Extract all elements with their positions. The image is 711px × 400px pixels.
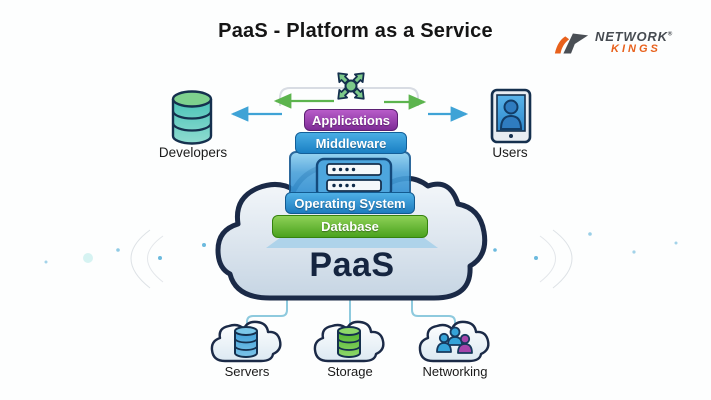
layer-middleware: Middleware: [295, 132, 407, 154]
servers-label: Servers: [224, 364, 270, 379]
logo-wordmark: NETWORK®: [595, 29, 673, 44]
developers-label: Developers: [158, 145, 228, 160]
registered-mark: ®: [667, 31, 673, 38]
servers-cloud-icon: [210, 320, 282, 363]
paas-cloud-label: PaaS: [309, 246, 395, 284]
network-kings-logo: NETWORK® KINGS: [552, 30, 702, 64]
layer-database: Database: [272, 215, 428, 238]
stack-pedestal: [266, 238, 438, 248]
logo-subword: KINGS: [611, 43, 661, 55]
networking-cloud-icon: [418, 320, 490, 363]
layer-operating-system: Operating System: [285, 192, 415, 214]
networking-label: Networking: [422, 364, 488, 379]
users-tablet-icon: [490, 88, 532, 144]
page-title: PaaS - Platform as a Service: [218, 20, 493, 42]
expand-arrows-icon: [337, 72, 365, 100]
storage-cloud-icon: [313, 320, 385, 363]
storage-label: Storage: [327, 364, 373, 379]
users-label: Users: [492, 145, 528, 160]
logo-swoosh-icon: [554, 33, 589, 54]
developers-database-icon: [171, 90, 213, 145]
layer-applications: Applications: [304, 109, 398, 131]
